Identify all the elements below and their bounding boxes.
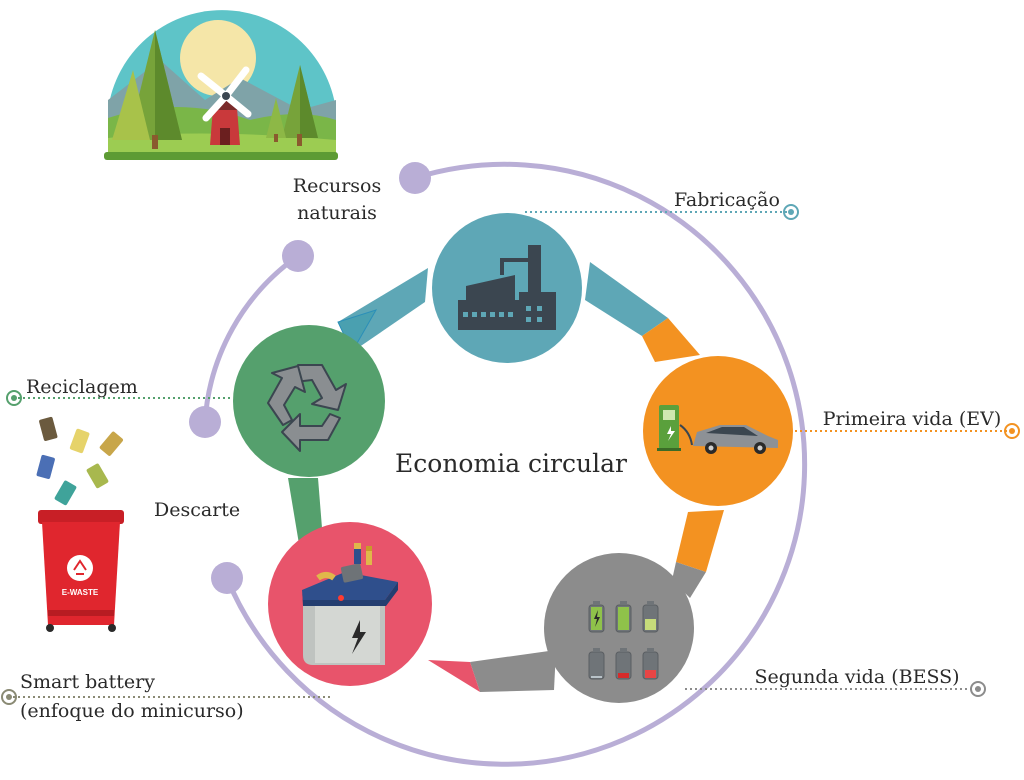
tree-icon bbox=[266, 98, 286, 142]
leader-endpoints bbox=[1, 204, 1020, 705]
ring-knob-top bbox=[399, 162, 431, 194]
battery-storage-icon bbox=[588, 601, 659, 680]
battery-icon bbox=[39, 416, 58, 441]
outer-lifecycle-ring bbox=[189, 161, 808, 767]
ev-charging-icon bbox=[657, 405, 778, 454]
smart-battery-label-line1: Smart battery bbox=[20, 671, 155, 693]
tree-icon bbox=[282, 65, 318, 146]
ring-knob-left bbox=[189, 406, 221, 438]
landscape-illustration bbox=[104, 10, 338, 160]
recycle-icon bbox=[267, 364, 347, 452]
reciclagem-label: Reciclagem bbox=[26, 376, 138, 398]
primeira-vida-label: Primeira vida (EV) bbox=[823, 408, 1002, 430]
arrow-bess-to-battery bbox=[470, 650, 556, 692]
battery-icon bbox=[69, 428, 90, 454]
stage-reciclagem bbox=[233, 325, 385, 477]
factory-icon bbox=[458, 245, 556, 330]
car-battery-icon bbox=[302, 543, 398, 665]
e-waste-bin-icon: E-WASTE bbox=[38, 510, 124, 632]
battery-icon bbox=[86, 463, 109, 489]
reciclagem-endpoint-icon bbox=[6, 390, 22, 406]
stage-smart-battery bbox=[268, 522, 432, 686]
fabricacao-endpoint-icon bbox=[783, 204, 799, 220]
bin-label: E-WASTE bbox=[62, 588, 99, 597]
fabricacao-label: Fabricação bbox=[674, 189, 780, 211]
descarte-label: Descarte bbox=[154, 499, 240, 521]
smart-battery-endpoint-icon bbox=[1, 689, 17, 705]
tree-icon bbox=[112, 70, 150, 140]
center-title: Economia circular bbox=[395, 449, 627, 478]
stage-segunda-vida bbox=[544, 553, 694, 703]
segunda-vida-label: Segunda vida (BESS) bbox=[754, 666, 959, 688]
arrow-ev-to-bess bbox=[676, 510, 724, 572]
primeira-vida-endpoint-icon bbox=[1004, 423, 1020, 439]
recursos-label-line2: naturais bbox=[297, 202, 377, 224]
battery-icon bbox=[36, 454, 55, 479]
recursos-label-line1: Recursos bbox=[293, 175, 381, 197]
stage-fabricacao bbox=[432, 213, 582, 363]
ring-knob-upper-left bbox=[282, 240, 314, 272]
falling-batteries bbox=[36, 416, 123, 506]
leader-lines bbox=[8, 211, 1012, 698]
battery-icon bbox=[54, 480, 77, 506]
stage-primeira-vida bbox=[643, 356, 793, 506]
smart-battery-label-line2: (enfoque do minicurso) bbox=[20, 700, 244, 722]
battery-icon bbox=[99, 431, 123, 456]
windmill-icon bbox=[197, 66, 252, 145]
ring-knob-lower-left bbox=[211, 562, 243, 594]
arrow-factory-to-ev bbox=[585, 262, 668, 336]
segunda-vida-endpoint-icon bbox=[970, 681, 986, 697]
